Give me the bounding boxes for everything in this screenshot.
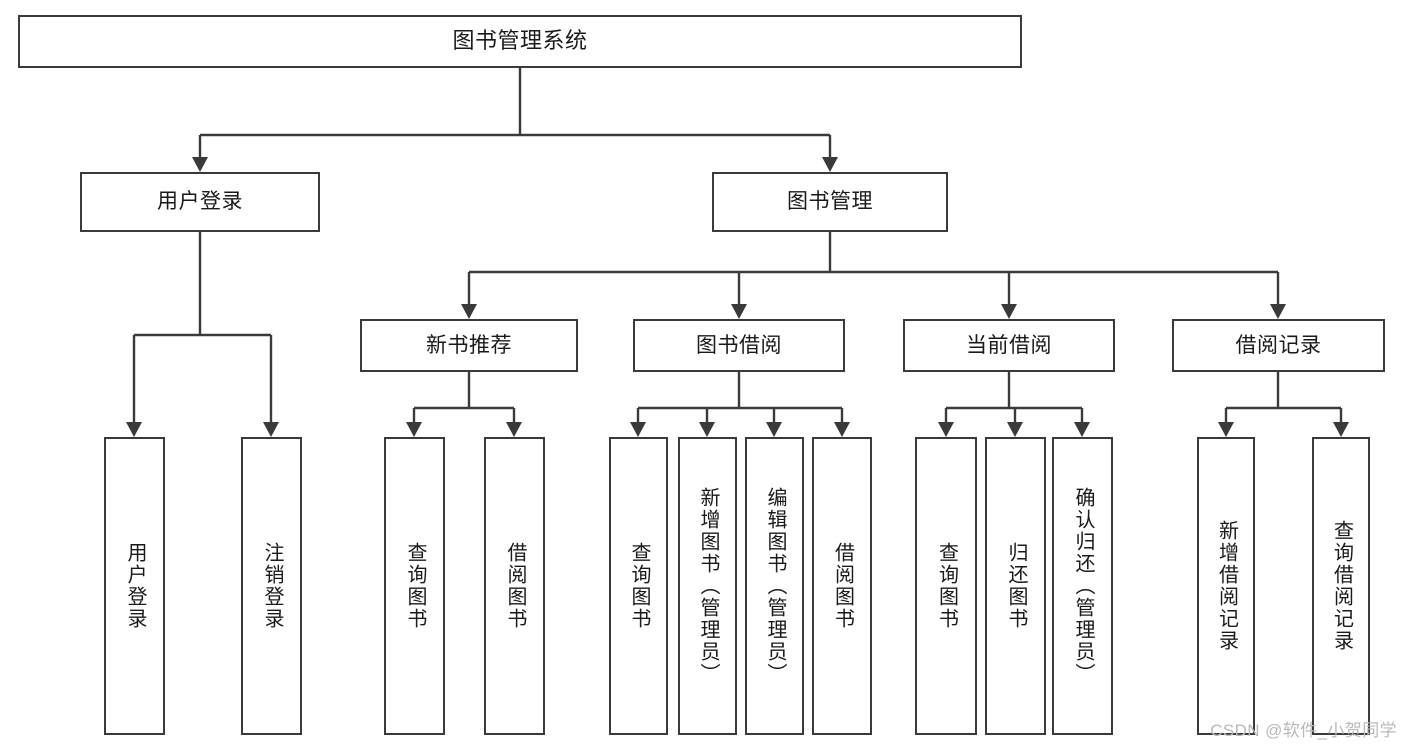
leaf-edit-book-label: 编辑图书（管理员） [764,487,786,685]
leaf-borrow-book-rec[interactable]: 借阅图书 [484,437,545,735]
leaf-query-book-rec[interactable]: 查询图书 [384,437,445,735]
leaf-user-logout-label: 注销登录 [261,542,283,630]
leaf-query-book-cur-label: 查询图书 [935,542,958,630]
leaf-query-book-borrow-label: 查询图书 [628,542,650,630]
node-book-borrow-label: 图书借阅 [696,333,782,357]
node-book-manage-label: 图书管理 [787,190,873,214]
watermark: CSDN @软件_小贺同学 [1210,721,1397,740]
leaf-user-login[interactable]: 用户登录 [104,437,165,735]
leaf-query-book-rec-label: 查询图书 [404,542,426,630]
node-new-book-recommend[interactable]: 新书推荐 [360,319,578,372]
leaf-add-borrow-record-label: 新增借阅记录 [1215,520,1238,652]
node-root[interactable]: 图书管理系统 [18,15,1022,68]
leaf-add-book[interactable]: 新增图书（管理员） [678,437,737,735]
node-book-borrow[interactable]: 图书借阅 [633,319,845,372]
leaf-add-book-label: 新增图书（管理员） [697,487,719,685]
leaf-query-borrow-record-label: 查询借阅记录 [1330,520,1353,652]
leaf-add-borrow-record[interactable]: 新增借阅记录 [1197,437,1255,735]
node-borrow-record[interactable]: 借阅记录 [1172,319,1385,372]
leaf-return-book[interactable]: 归还图书 [985,437,1046,735]
node-current-borrow-label: 当前借阅 [966,333,1052,357]
leaf-query-book-cur[interactable]: 查询图书 [915,437,977,735]
node-new-book-recommend-label: 新书推荐 [426,333,512,357]
leaf-edit-book[interactable]: 编辑图书（管理员） [745,437,804,735]
leaf-user-logout[interactable]: 注销登录 [241,437,302,735]
node-current-borrow[interactable]: 当前借阅 [903,319,1115,372]
leaf-query-book-borrow[interactable]: 查询图书 [609,437,668,735]
node-root-label: 图书管理系统 [452,28,588,54]
node-user-login[interactable]: 用户登录 [80,172,320,232]
leaf-borrow-book-label: 借阅图书 [831,542,854,630]
leaf-confirm-return-label: 确认归还（管理员） [1072,487,1094,685]
leaf-borrow-book[interactable]: 借阅图书 [812,437,872,735]
leaf-borrow-book-rec-label: 借阅图书 [504,542,526,630]
leaf-user-login-label: 用户登录 [124,542,146,630]
node-borrow-record-label: 借阅记录 [1235,333,1322,357]
node-book-manage[interactable]: 图书管理 [712,172,948,232]
leaf-query-borrow-record[interactable]: 查询借阅记录 [1312,437,1370,735]
node-user-login-label: 用户登录 [157,190,243,214]
leaf-confirm-return[interactable]: 确认归还（管理员） [1052,437,1113,735]
leaf-return-book-label: 归还图书 [1005,542,1027,630]
